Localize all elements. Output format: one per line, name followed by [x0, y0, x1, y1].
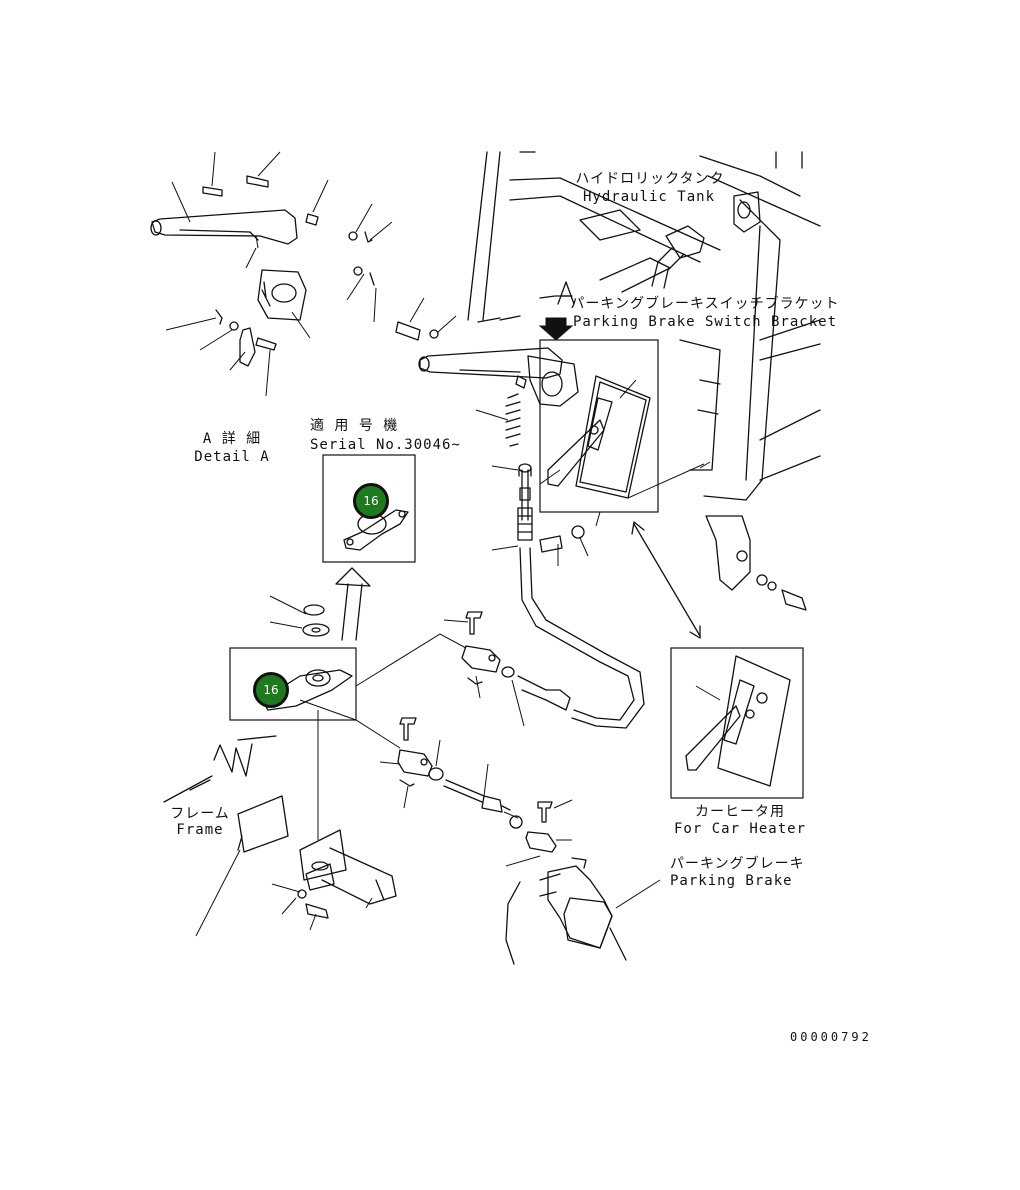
hydraulic-tank-label-jp: ハイドロリックタンク [575, 171, 725, 187]
car-heater-label-en: For Car Heater [673, 821, 807, 837]
hydraulic-tank-label-en: Hydraulic Tank [582, 189, 716, 205]
lower-linkage [163, 595, 661, 965]
part-number-text: 16 [363, 494, 379, 508]
parking-brake-label-jp: パーキングブレーキ [670, 856, 805, 872]
arrow-head-bottom [689, 625, 701, 639]
switch-bracket-detail-arrow [633, 523, 701, 637]
serial-label-en: Serial No.30046~ [310, 437, 461, 453]
parking-brake-label-en: Parking Brake [670, 873, 793, 889]
detail-a-marker [557, 281, 575, 305]
part-number-badge[interactable]: 16 [353, 483, 389, 519]
cab-frame-structure [395, 151, 821, 729]
detail-a-label-jp: A 詳 細 [202, 431, 262, 447]
car-heater-detail [670, 647, 804, 799]
arrow-head-top [631, 521, 645, 535]
detail-a-lever-assembly [150, 151, 393, 397]
serial-label-jp: 適 用 号 機 [310, 418, 399, 434]
detail-a-label-en: Detail A [194, 449, 270, 465]
part-number-text: 16 [263, 683, 279, 697]
drawing-number: 00000792 [790, 1030, 872, 1044]
switch-bracket-detail [539, 339, 705, 527]
part-number-badge[interactable]: 16 [253, 672, 289, 708]
serial-detail-arrow [335, 567, 371, 641]
frame-label-en: Frame [176, 822, 224, 838]
car-heater-label-jp: カーヒータ用 [695, 804, 785, 820]
frame-label-jp: フレーム [170, 806, 230, 822]
switch-bracket-label-jp: パーキングブレーキスイッチブラケット [570, 296, 840, 312]
switch-bracket-label-en: Parking Brake Switch Bracket [572, 314, 838, 330]
